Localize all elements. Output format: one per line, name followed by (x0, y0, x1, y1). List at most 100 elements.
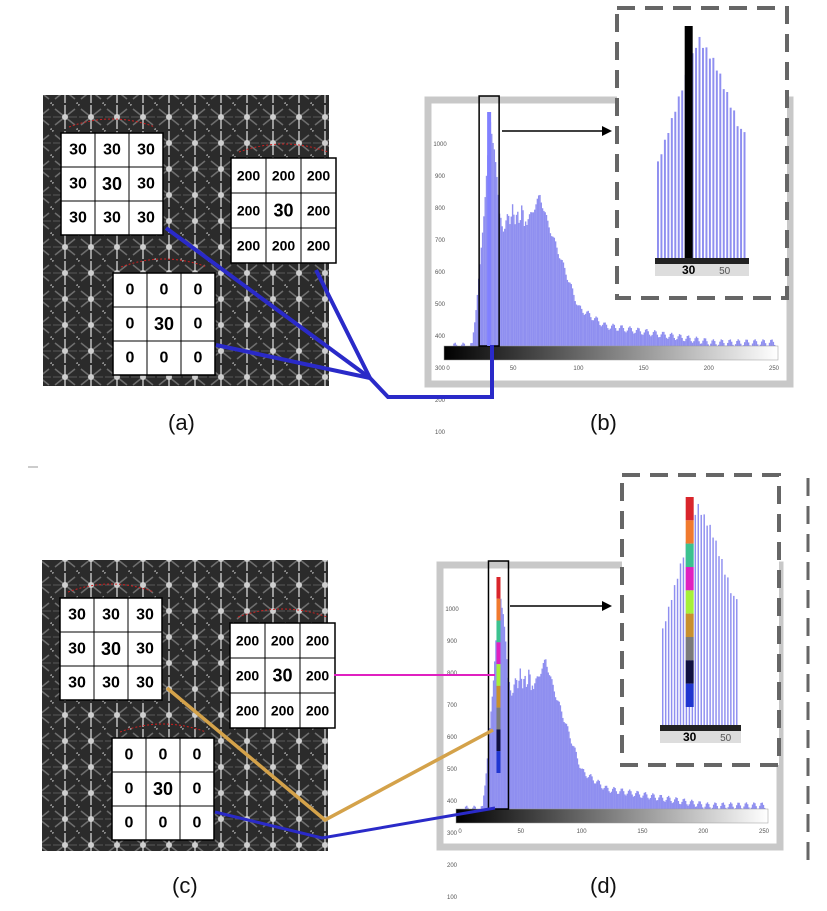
histogram-bar (708, 804, 710, 809)
histogram-bar (738, 340, 741, 346)
histogram-bar (664, 334, 666, 346)
histogram-bar (721, 340, 724, 346)
histogram-bar (564, 267, 566, 346)
histogram-bar (616, 793, 619, 809)
histogram-bar (660, 334, 662, 346)
zoom-histogram-bar (679, 563, 682, 725)
histogram-bar (677, 801, 680, 809)
selection-arc (120, 258, 208, 268)
zoom-histogram-bar (726, 92, 729, 258)
histogram-bar (519, 668, 521, 809)
link-line-trunk (368, 345, 494, 399)
histogram-bar (513, 214, 515, 346)
histogram-bar (528, 669, 530, 809)
histogram-bar (643, 332, 645, 346)
zoom-axis-strip (655, 258, 749, 264)
histogram-bar (727, 807, 729, 809)
grid-center-value: 30 (101, 639, 121, 659)
histogram-bar (515, 680, 518, 809)
grid-cell-value: 200 (307, 168, 331, 184)
histogram-bar (680, 804, 682, 809)
histogram-bar (501, 607, 503, 809)
grid-center-value: 30 (153, 779, 173, 799)
histogram-bar (665, 799, 667, 809)
histogram-bar (716, 806, 718, 809)
histogram-bar (734, 344, 737, 346)
histogram-bar (711, 807, 714, 809)
histogram-bar (640, 334, 643, 346)
histogram-bar (562, 717, 564, 809)
histogram-bar (472, 807, 474, 809)
histogram-bar (549, 233, 552, 346)
histogram-bar (715, 803, 717, 809)
histogram-bar (474, 806, 476, 809)
histogram-bar (508, 681, 511, 809)
histogram-bar (485, 773, 487, 809)
histogram-bar (694, 806, 697, 809)
histogram-bar (692, 801, 694, 809)
histogram-bar (591, 320, 593, 346)
histogram-bar (523, 679, 525, 809)
histogram-bar (748, 807, 750, 809)
histogram-bar (665, 337, 668, 346)
histogram-bar (647, 797, 649, 809)
histogram-bar (569, 282, 571, 346)
histogram-bar (514, 678, 517, 809)
histogram-bar (669, 797, 671, 809)
histogram-bar (483, 795, 485, 809)
histogram-bar (598, 780, 601, 809)
histogram-bar (512, 692, 514, 809)
histogram-bar (633, 333, 635, 346)
grid-center-value: 30 (154, 314, 174, 334)
grid-cell (300, 227, 337, 264)
histogram-bar (603, 787, 605, 809)
y-tick-label: 900 (435, 174, 446, 180)
histogram-bar (483, 216, 485, 346)
histogram-bar (576, 758, 579, 809)
histogram-bar (698, 341, 700, 346)
grid-cell-value: 0 (193, 781, 202, 798)
histogram-bar (472, 332, 475, 346)
bin-color-segment (496, 664, 501, 686)
histogram-bar (537, 676, 540, 809)
histogram-bar (742, 345, 745, 346)
x-tick-label: 50 (510, 366, 517, 372)
histogram-bar (514, 224, 516, 346)
histogram-bar (511, 204, 514, 346)
histogram-bar (711, 340, 713, 346)
histogram-bar (633, 795, 636, 809)
histogram-bar (470, 343, 472, 346)
histogram-bar (590, 317, 592, 346)
histogram-bar (581, 768, 583, 809)
zoom-bin-color-segment (685, 543, 694, 567)
histogram-bar (652, 793, 654, 809)
x-tick-label: 0 (458, 829, 462, 835)
histogram-bar (536, 198, 539, 346)
y-tick-label: 400 (447, 799, 458, 805)
histogram-bar (717, 344, 720, 346)
grid-background (111, 737, 215, 841)
histogram-bar (684, 341, 686, 346)
histogram-bar (770, 339, 772, 346)
histogram-bar (495, 640, 497, 809)
link-line-0 (215, 343, 371, 380)
histogram-bar (614, 328, 617, 346)
histogram-bar (659, 794, 661, 809)
histogram-bar (599, 324, 601, 346)
grid-center-value: 30 (102, 174, 122, 194)
histogram-bar (520, 678, 523, 809)
histogram-bar (537, 195, 540, 346)
histogram-bar (619, 791, 621, 809)
histogram-bar (687, 335, 690, 346)
grid-cell-value: 0 (159, 747, 168, 764)
histogram-bar (699, 343, 702, 346)
histogram-bar (608, 791, 610, 809)
histogram-bar (496, 176, 498, 346)
histogram-bar (730, 341, 733, 346)
grid-cell-value: 200 (271, 703, 295, 719)
histogram-bar (530, 212, 532, 346)
histogram-bar (743, 806, 745, 809)
histogram-bar (597, 779, 599, 809)
